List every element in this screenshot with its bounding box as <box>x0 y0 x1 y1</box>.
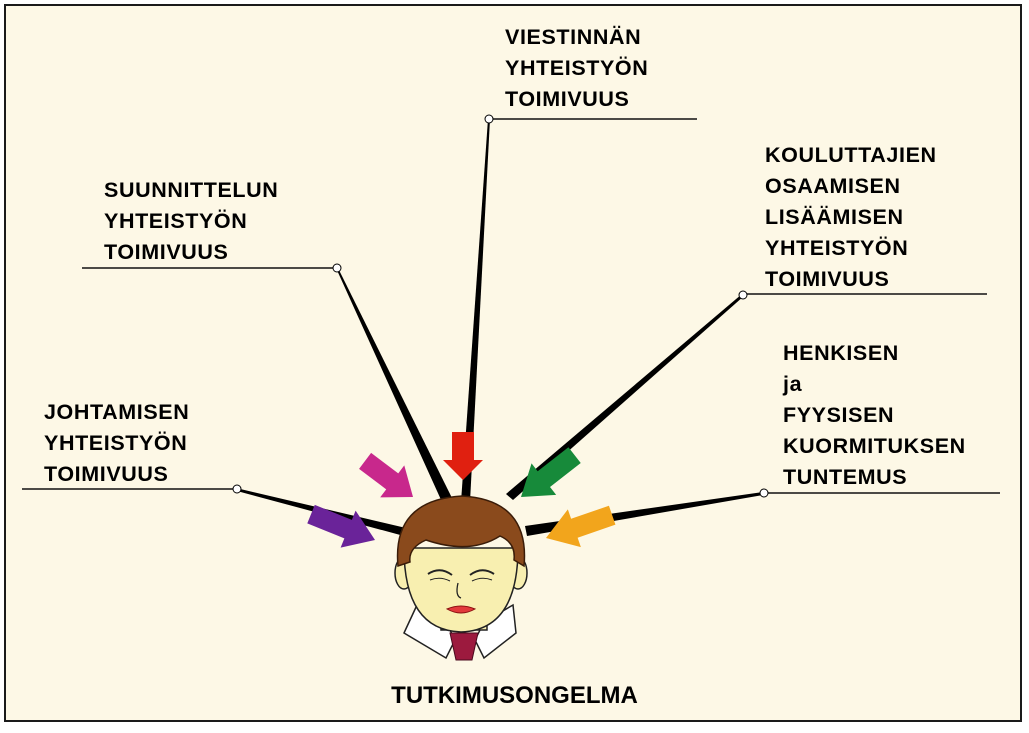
label-line: HENKISEN <box>783 338 966 369</box>
label-viestinnan-yhteistyo: VIESTINNÄN YHTEISTYÖN TOIMIVUUS <box>505 22 648 115</box>
node-viestinta <box>485 115 493 123</box>
label-line: SUUNNITTELUN <box>104 175 278 206</box>
label-line: KUORMITUKSEN <box>783 431 966 462</box>
head-icon <box>395 496 527 660</box>
label-line: YHTEISTYÖN <box>505 53 648 84</box>
arrow-koulutus <box>509 439 587 512</box>
label-line: TOIMIVUUS <box>765 264 937 295</box>
label-line: TOIMIVUUS <box>505 84 648 115</box>
node-henkinen <box>760 489 768 497</box>
label-line: KOULUTTAJIEN <box>765 140 937 171</box>
label-line: OSAAMISEN <box>765 171 937 202</box>
label-line: FYYSISEN <box>783 400 966 431</box>
label-kuormituksen-tuntemus: HENKISEN ja FYYSISEN KUORMITUKSEN TUNTEM… <box>783 338 966 493</box>
label-line: TOIMIVUUS <box>44 459 189 490</box>
node-johtaminen <box>233 485 241 493</box>
spoke-suunnittelu <box>336 268 452 502</box>
label-line: JOHTAMISEN <box>44 397 189 428</box>
label-line: YHTEISTYÖN <box>44 428 189 459</box>
arrow-suunnittelu <box>353 445 425 513</box>
label-line: YHTEISTYÖN <box>765 233 937 264</box>
label-johtamisen-yhteistyo: JOHTAMISEN YHTEISTYÖN TOIMIVUUS <box>44 397 189 490</box>
diagram-title: TUTKIMUSONGELMA <box>0 682 1029 710</box>
arrow-viestinta <box>443 432 483 480</box>
label-line: YHTEISTYÖN <box>104 206 278 237</box>
label-suunnittelun-yhteistyo: SUUNNITTELUN YHTEISTYÖN TOIMIVUUS <box>104 175 278 268</box>
label-line: TOIMIVUUS <box>104 237 278 268</box>
arrow-johtaminen <box>304 496 383 559</box>
node-suunnittelu <box>333 264 341 272</box>
label-line: VIESTINNÄN <box>505 22 648 53</box>
label-line: ja <box>783 369 966 400</box>
label-line: LISÄÄMISEN <box>765 202 937 233</box>
label-line: TUNTEMUS <box>783 462 966 493</box>
node-koulutus <box>739 291 747 299</box>
label-kouluttajien-osaaminen: KOULUTTAJIEN OSAAMISEN LISÄÄMISEN YHTEIS… <box>765 140 937 295</box>
